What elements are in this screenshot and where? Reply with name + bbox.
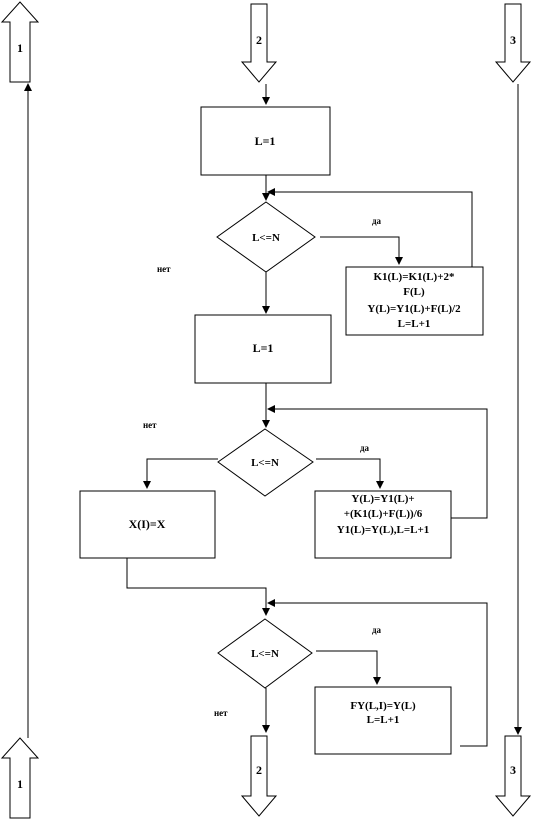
branch-label-no: нет	[143, 420, 157, 430]
connector-down-arrow-icon	[240, 735, 278, 817]
process-label: Y(L)=Y1(L)+F(L)/2	[367, 303, 461, 315]
connector-2-bottom: 2	[240, 735, 278, 817]
process-label: Y1(L)=Y(L),L=L+1	[337, 524, 429, 536]
connector-3-bottom: 3	[494, 735, 532, 817]
process-label: Y(L)=Y1(L)+	[351, 493, 414, 505]
process-label: +(K1(L)+F(L))/6	[344, 508, 423, 520]
decision-3: L<=N	[217, 618, 313, 689]
process-body-2: Y(L)=Y1(L)+ +(K1(L)+F(L))/6 Y1(L)=Y(L),L…	[314, 490, 452, 559]
branch-label-no: нет	[157, 264, 171, 274]
connector-up-arrow-icon	[0, 1, 40, 83]
connector-3-top: 3	[494, 3, 532, 83]
connector-down-arrow-icon	[240, 3, 278, 83]
process-label: L=1	[253, 341, 274, 355]
edge	[126, 558, 270, 616]
process-body-1: K1(L)=K1(L)+2* F(L) Y(L)=Y1(L)+F(L)/2 L=…	[345, 266, 484, 336]
process-label: X(I)=X	[129, 517, 166, 531]
decision-2: L<=N	[217, 428, 314, 497]
decision-label: L<=N	[251, 457, 279, 469]
branch-label-no: нет	[214, 708, 228, 718]
loop-back-3	[267, 599, 488, 747]
process-body-3: FY(L,I)=Y(L) L=L+1	[314, 686, 452, 755]
edge-yes-1	[320, 236, 403, 265]
connector-label: 3	[510, 33, 516, 47]
process-label: K1(L)=K1(L)+2*	[374, 271, 455, 283]
connector-1-bottom: 1	[0, 737, 40, 819]
process-output-x: X(I)=X	[79, 490, 216, 559]
connector-label: 1	[17, 41, 23, 55]
branch-label-yes: да	[372, 216, 382, 226]
process-label: L=1	[255, 134, 276, 148]
connector-label: 2	[256, 33, 262, 47]
connector-label: 2	[256, 763, 262, 777]
process-label: F(L)	[403, 286, 425, 298]
decision-1: L<=N	[216, 201, 316, 273]
process-init-2: L=1	[194, 314, 332, 384]
connector-down-arrow-icon	[494, 3, 532, 83]
decision-label: L<=N	[251, 648, 279, 660]
connector-1-top: 1	[0, 1, 40, 83]
process-label: FY(L,I)=Y(L)	[350, 700, 416, 712]
branch-label-yes: да	[372, 625, 382, 635]
connector-2-top: 2	[240, 3, 278, 83]
connector-up-arrow-icon	[0, 737, 40, 819]
edge-yes-2	[316, 458, 384, 489]
edge-no-2	[143, 458, 218, 489]
connector-down-arrow-icon	[494, 735, 532, 817]
decision-label: L<=N	[252, 232, 280, 244]
process-label: L=L+1	[398, 318, 431, 330]
loop-back-2	[267, 405, 488, 519]
connector-label: 1	[17, 777, 23, 791]
process-label: L=L+1	[367, 714, 400, 726]
connector-label: 3	[510, 763, 516, 777]
loop-back-1	[267, 188, 473, 267]
edge-yes-3	[316, 650, 381, 685]
branch-label-yes: да	[360, 443, 370, 453]
process-init-1: L=1	[200, 106, 331, 176]
